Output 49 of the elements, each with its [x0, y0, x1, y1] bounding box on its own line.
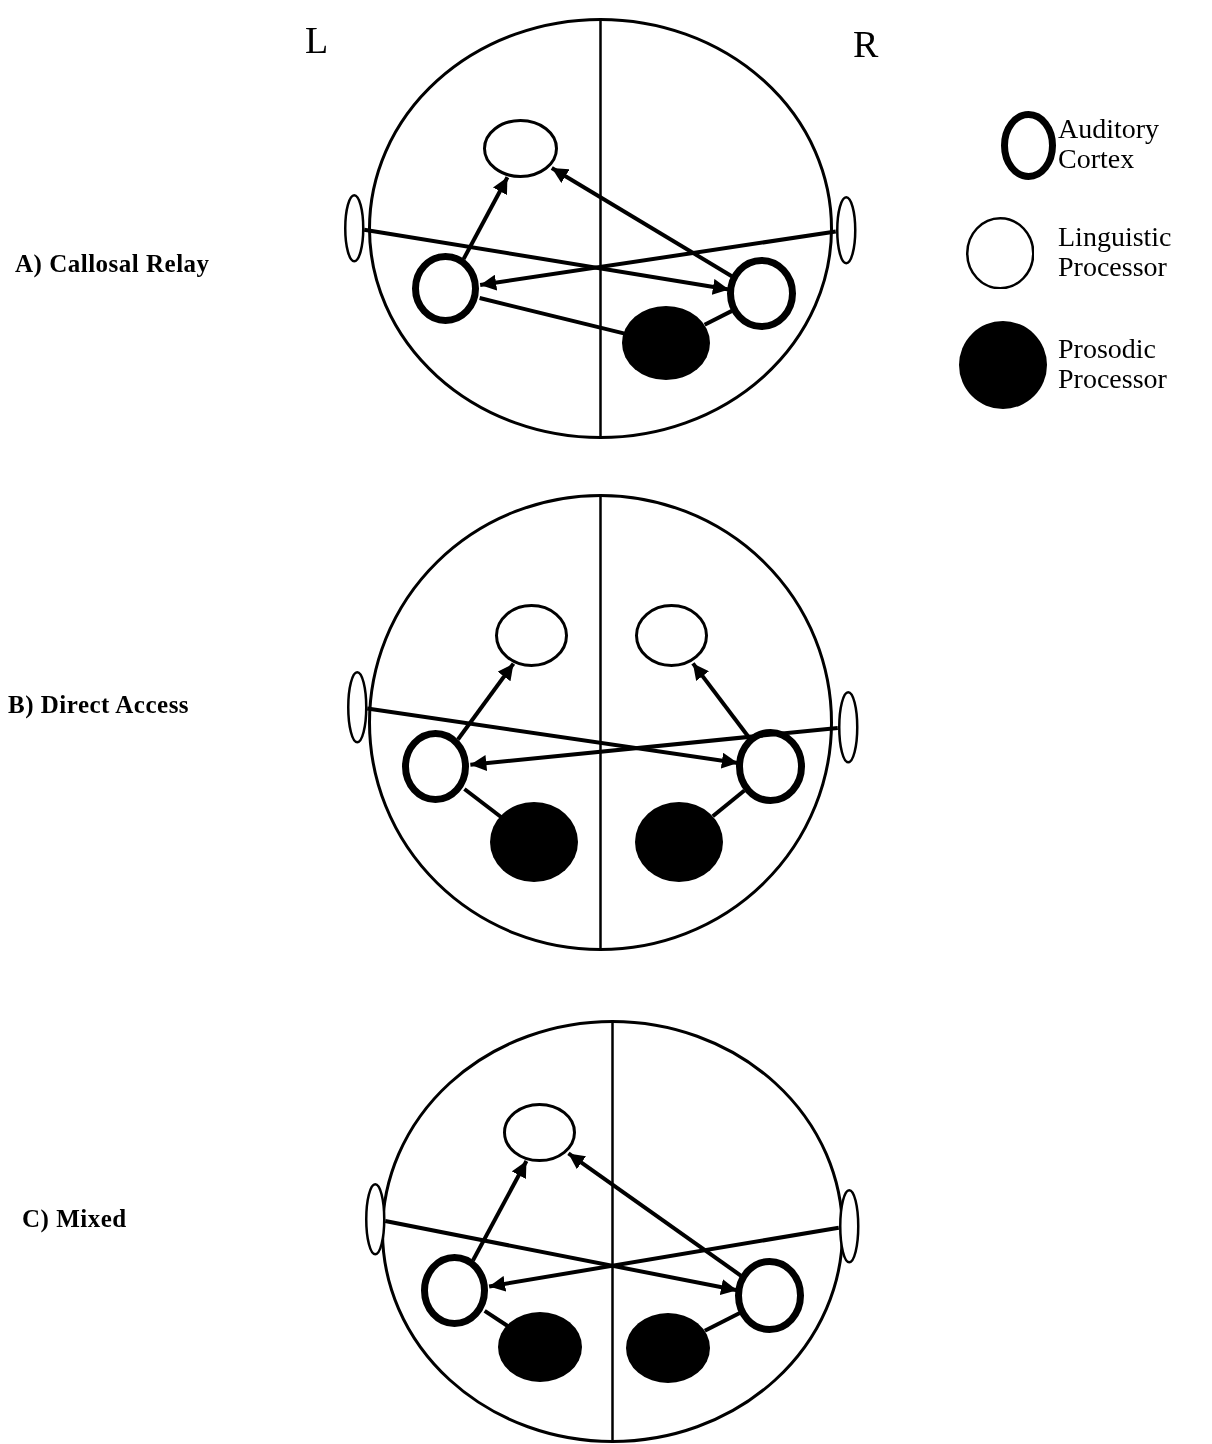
filled-oval — [621, 305, 710, 380]
row-label: C) Mixed — [22, 1205, 127, 1233]
thick-ring — [421, 1254, 488, 1327]
thick-ring — [736, 729, 805, 804]
ear-shape — [838, 1188, 860, 1264]
filled-oval — [634, 801, 723, 882]
legend-text: Auditory Cortex — [1058, 114, 1161, 174]
thin-oval — [503, 1103, 576, 1162]
ear-shape — [343, 193, 365, 263]
thin-oval — [483, 119, 558, 178]
thick-ring — [402, 730, 469, 803]
ear-shape — [364, 1182, 386, 1256]
head-outline — [367, 493, 833, 951]
row-label: A) Callosal Relay — [15, 250, 210, 278]
head-outline — [367, 17, 833, 439]
connector-line — [711, 788, 746, 818]
ear-shape — [837, 690, 859, 764]
arrow — [384, 1219, 738, 1296]
arrow — [366, 706, 739, 769]
connector-line — [479, 296, 626, 336]
thick-ring — [412, 253, 479, 324]
ear-shape — [835, 195, 857, 265]
filled-oval — [497, 1311, 582, 1382]
arrow — [461, 176, 510, 261]
arrow — [363, 227, 730, 295]
hemisphere-label: L — [305, 18, 329, 62]
hemisphere-label: R — [853, 22, 879, 66]
legend-text: Linguistic Processor — [1058, 222, 1173, 282]
thick-ring — [727, 257, 796, 330]
connector-line — [483, 1309, 510, 1328]
row-label: B) Direct Access — [8, 691, 190, 719]
connector-line — [703, 309, 733, 327]
arrow — [456, 662, 516, 741]
ear-shape — [346, 670, 368, 744]
arrow — [479, 229, 837, 291]
filled-oval — [625, 1312, 710, 1383]
thin-oval — [495, 604, 568, 667]
connector-line — [703, 1311, 741, 1333]
arrow — [470, 726, 838, 772]
arrow — [471, 1160, 529, 1262]
thin-oval — [635, 604, 708, 667]
arrow — [488, 1225, 840, 1292]
arrow — [567, 1151, 744, 1279]
arrow — [550, 166, 735, 279]
connector-line — [463, 787, 503, 819]
thick-ring — [735, 1258, 804, 1333]
head-outline — [380, 1019, 844, 1443]
filled-oval — [489, 801, 578, 882]
legend-text: Prosodic Processor — [1058, 334, 1168, 394]
